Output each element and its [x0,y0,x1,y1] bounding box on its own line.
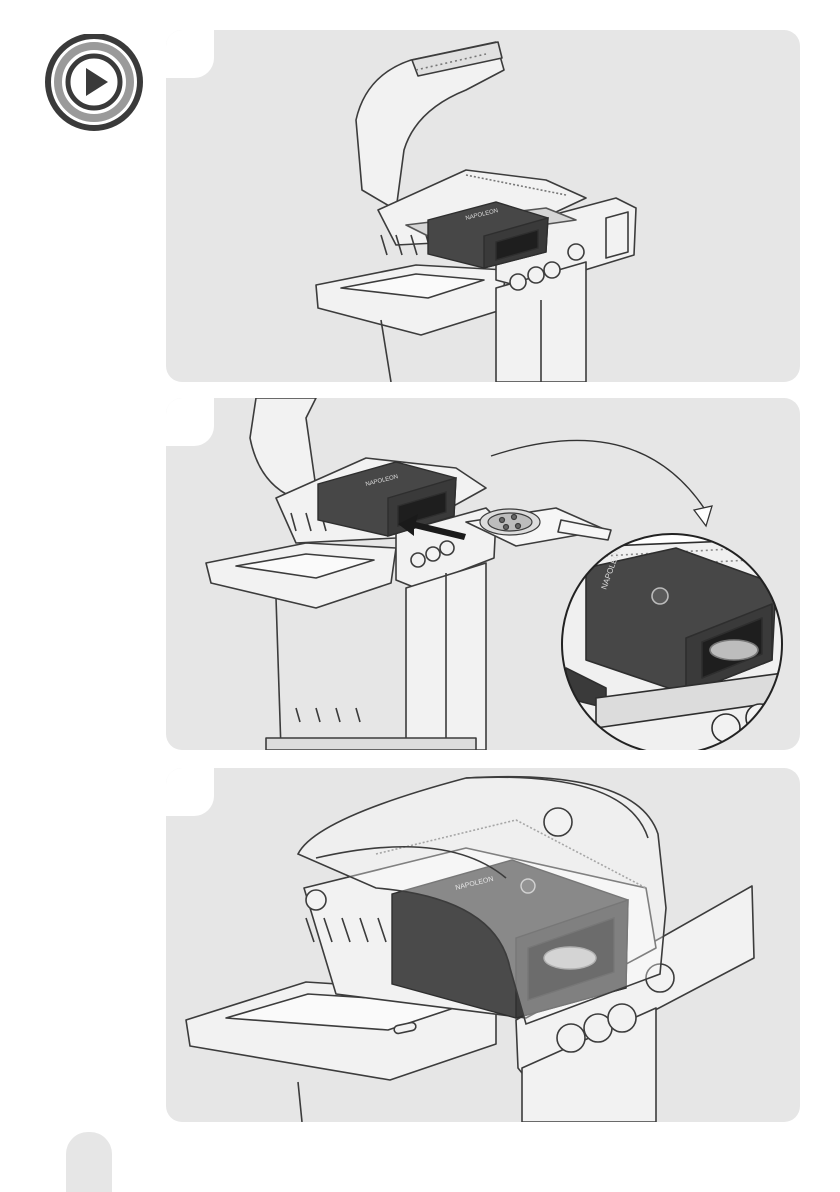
step-1-panel: NAPOLEON [166,30,800,382]
pizza [480,509,540,535]
insert-pizza-illustration: NAPOLEON [166,398,800,750]
zoom-detail: NAPOLEON [556,534,800,750]
step-3-panel: NAPOLEON [166,768,800,1122]
page-number-tab [66,1132,112,1192]
grill-closed-lid-illustration: NAPOLEON [166,768,800,1122]
play-badge [16,34,146,134]
step-2-panel: NAPOLEON [166,398,800,750]
play-icon [16,34,146,134]
grill-open-lid-illustration: NAPOLEON [166,30,800,382]
zoom-curve-arrow [491,440,704,508]
